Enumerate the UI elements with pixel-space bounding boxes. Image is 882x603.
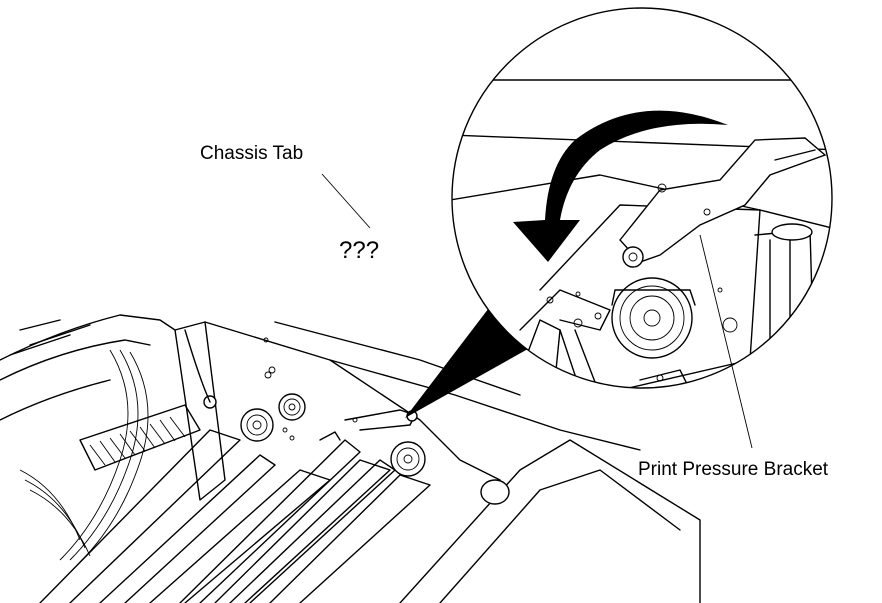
gear-bracket xyxy=(390,441,426,477)
zoom-detail-circle xyxy=(451,7,833,389)
hatched-strip xyxy=(79,404,201,471)
zoom-callout-wedge xyxy=(405,300,535,418)
zoom-gear xyxy=(611,277,696,359)
chassis-tab-label: Chassis Tab xyxy=(200,143,304,164)
printer-body-drawing xyxy=(0,314,701,603)
rotation-arrow-icon xyxy=(513,110,728,263)
unknown-marker-label: ??? xyxy=(339,237,380,264)
gear-center xyxy=(278,393,306,421)
print-pressure-bracket-label: Print Pressure Bracket xyxy=(638,459,829,480)
gear-left xyxy=(240,408,274,442)
chassis-tab-leader xyxy=(321,173,371,229)
pressure-bracket-leader xyxy=(699,234,753,449)
